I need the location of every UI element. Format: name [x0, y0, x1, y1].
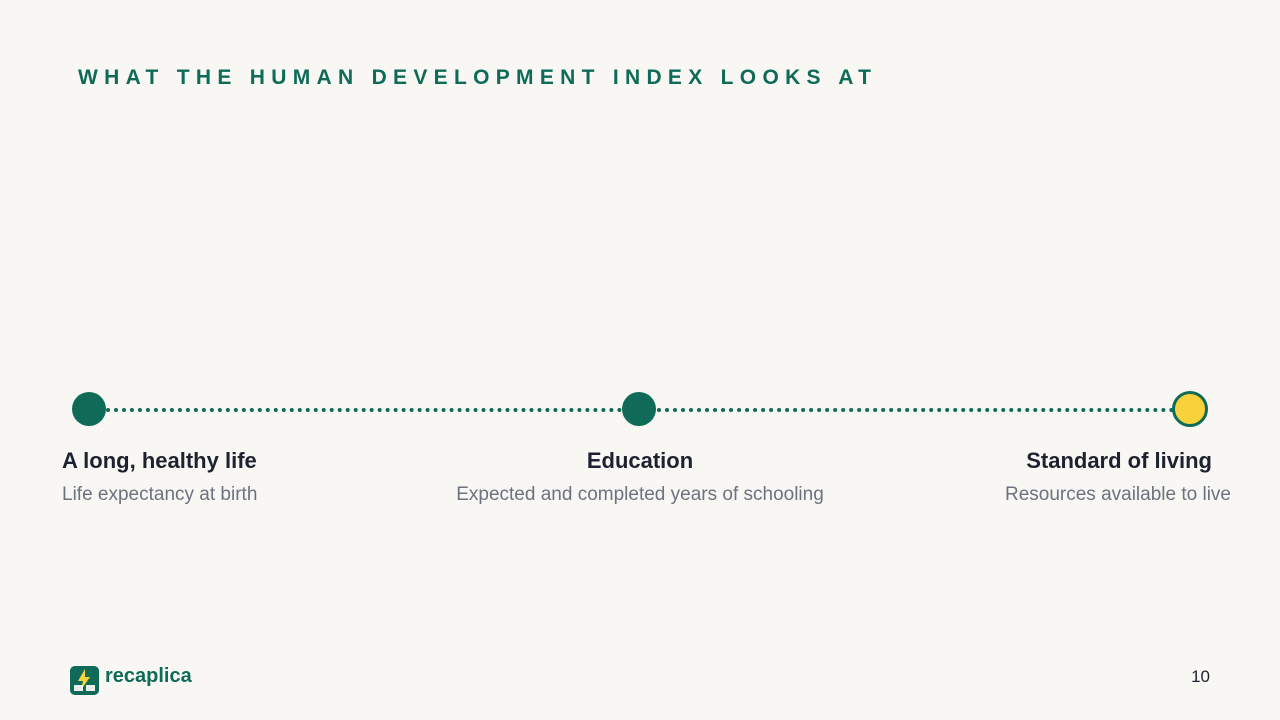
- timeline-item-description: Expected and completed years of schoolin…: [456, 484, 824, 505]
- timeline-item-title: Education: [586, 448, 694, 473]
- timeline-item-title: A long, healthy life: [62, 448, 257, 473]
- brand-name: recaplica: [105, 665, 192, 687]
- timeline-item-title: Standard of living: [1026, 448, 1212, 473]
- timeline-item-description: Resources available to live: [1004, 484, 1231, 505]
- timeline-item-description: Life expectancy at birth: [62, 484, 258, 505]
- page-number: 10: [1191, 667, 1210, 686]
- lightning-book-icon: [70, 666, 99, 695]
- timeline-node-health: [72, 392, 106, 426]
- slide-title: WHAT THE HUMAN DEVELOPMENT INDEX LOOKS A…: [78, 66, 878, 89]
- timeline-connector-1: [106, 408, 622, 412]
- timeline-connector-2: [657, 408, 1174, 412]
- timeline-node-education: [622, 392, 656, 426]
- timeline-node-living-standard: [1172, 391, 1208, 427]
- brand-logo: recaplica: [70, 665, 192, 695]
